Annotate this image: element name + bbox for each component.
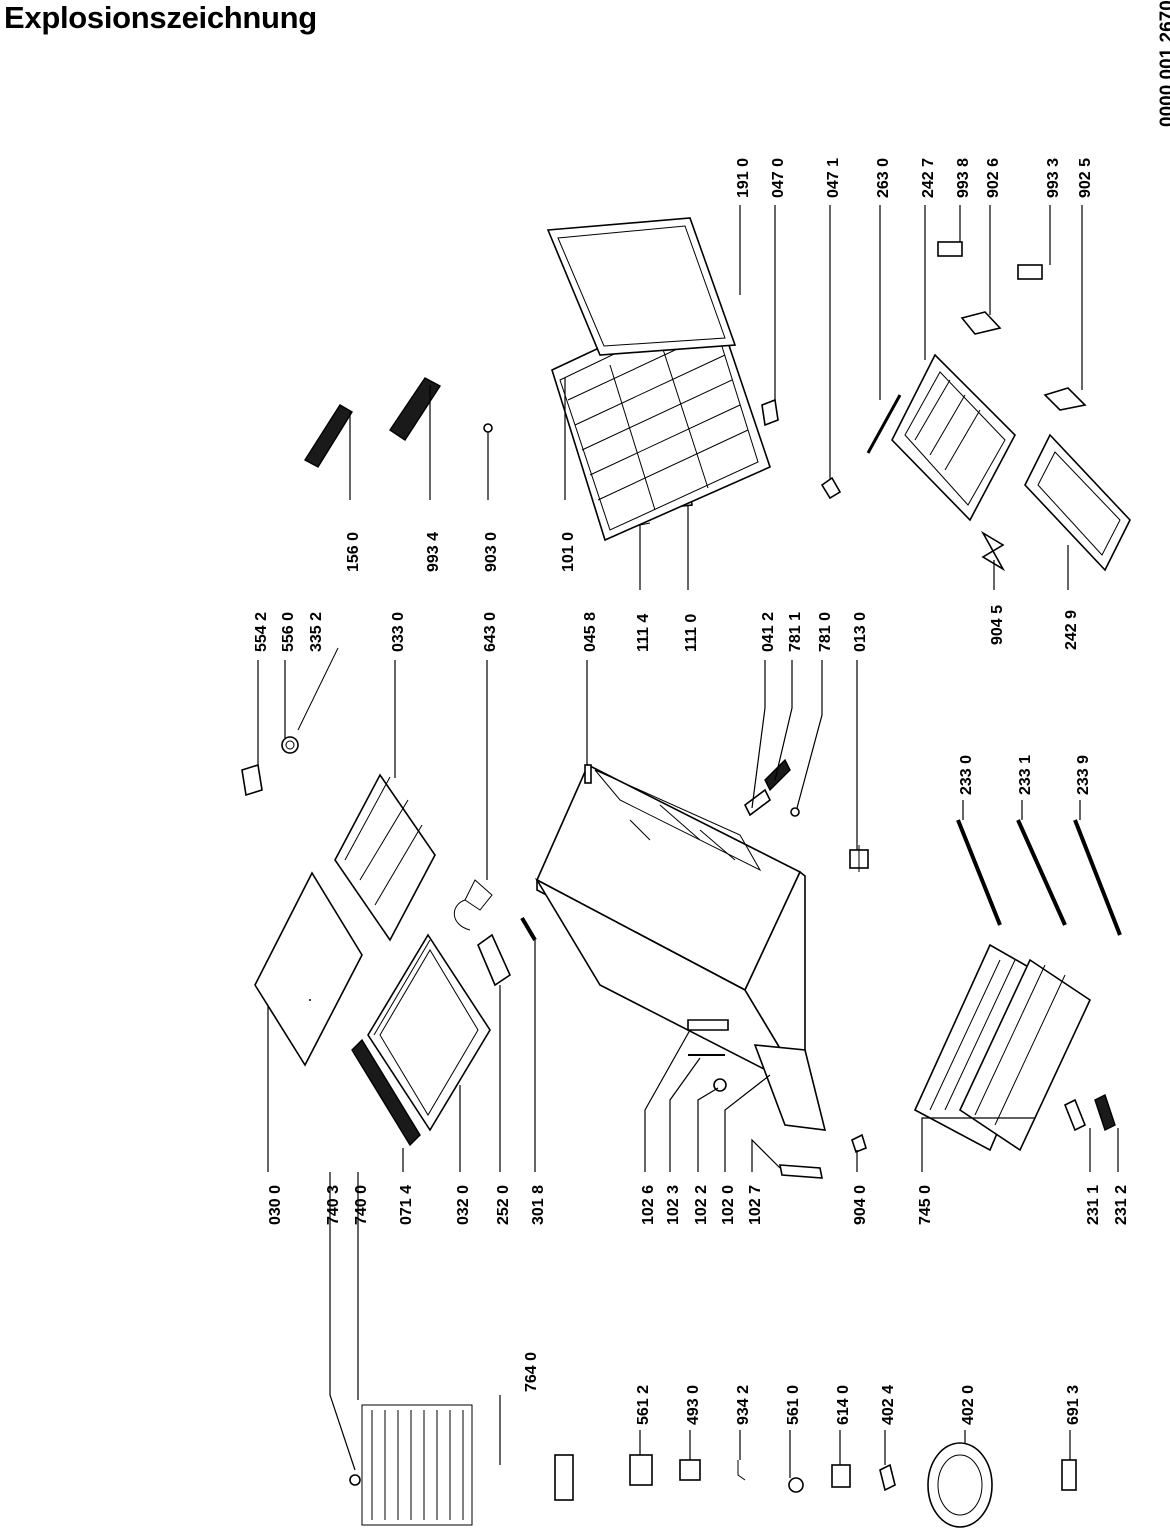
part-labels: 030 0 740 3 740 0 071 4 032 0 252 0 301 … <box>253 158 1130 1425</box>
part-label: 242 7 <box>920 158 937 198</box>
part-grille-strip <box>351 1038 421 1147</box>
part-label: 102 3 <box>665 1185 682 1225</box>
part-cable <box>453 879 493 931</box>
part-label: 764 0 <box>523 1352 540 1392</box>
part-shelves <box>913 943 1092 1152</box>
part-label: 030 0 <box>267 1185 284 1225</box>
page-title: Explosionszeichnung <box>4 0 317 35</box>
part-door-racks <box>687 1019 827 1179</box>
part-label: 102 0 <box>720 1185 737 1225</box>
part-label: 013 0 <box>852 612 869 652</box>
part-label: 993 8 <box>955 158 972 198</box>
part-label: 102 2 <box>693 1185 710 1225</box>
part-handle <box>477 933 512 987</box>
part-clips-231 <box>1063 1094 1116 1132</box>
part-label: 263 0 <box>875 158 892 198</box>
part-compressor <box>927 1442 993 1528</box>
part-label: 102 6 <box>640 1185 657 1225</box>
part-label: 047 1 <box>825 158 842 198</box>
part-label: 156 0 <box>345 532 362 572</box>
part-label: 740 3 <box>325 1185 342 1225</box>
part-label: 071 4 <box>398 1185 415 1225</box>
part-small-clips <box>937 241 1087 572</box>
part-label: 402 0 <box>960 1385 977 1425</box>
part-label: 045 8 <box>582 612 599 652</box>
part-label: 556 0 <box>280 612 297 652</box>
part-electrical <box>629 1454 896 1493</box>
part-spring-assembly <box>241 647 339 797</box>
part-label: 231 2 <box>1113 1185 1130 1225</box>
part-label: 191 0 <box>735 158 752 198</box>
part-label: 231 1 <box>1085 1185 1102 1225</box>
part-label: 781 1 <box>787 612 804 652</box>
part-label: 691 3 <box>1065 1385 1082 1425</box>
part-label: 993 4 <box>425 532 442 572</box>
part-label: 101 0 <box>560 532 577 572</box>
part-label: 614 0 <box>835 1385 852 1425</box>
part-fittings <box>743 758 800 817</box>
part-rails <box>956 819 1122 936</box>
part-label: 032 0 <box>455 1185 472 1225</box>
part-label: 781 0 <box>817 612 834 652</box>
part-label: 233 9 <box>1075 755 1092 795</box>
part-label: 902 6 <box>985 158 1002 198</box>
part-label: 561 0 <box>785 1385 802 1425</box>
part-label: 242 9 <box>1063 610 1080 650</box>
part-screw-045 <box>584 764 592 784</box>
part-label: 554 2 <box>253 612 270 652</box>
part-label: 902 5 <box>1077 158 1094 198</box>
part-label: 033 0 <box>390 612 407 652</box>
part-label: 047 0 <box>770 158 787 198</box>
part-label: 740 0 <box>353 1185 370 1225</box>
part-glass-plate <box>254 871 363 1067</box>
part-small-bar <box>520 916 537 942</box>
part-drawer-lower <box>1024 433 1131 572</box>
part-condenser <box>349 1404 574 1526</box>
part-label: 252 0 <box>495 1185 512 1225</box>
part-frame <box>367 933 491 1132</box>
part-label: 102 7 <box>747 1185 764 1225</box>
leader-lines <box>257 205 1119 1478</box>
part-label: 934 2 <box>735 1385 752 1425</box>
part-label: 301 8 <box>530 1185 547 1225</box>
part-drawer-cover <box>334 773 436 942</box>
part-label: 041 2 <box>760 612 777 652</box>
part-clip-904 <box>851 1133 867 1154</box>
part-egg-trays <box>304 377 493 468</box>
part-label: 111 0 <box>683 614 700 652</box>
part-label: 903 0 <box>483 532 500 572</box>
part-label: 561 2 <box>635 1385 652 1425</box>
part-label: 904 5 <box>989 605 1006 645</box>
part-crisper-drawer <box>891 353 1016 522</box>
part-label: 111 4 <box>635 614 652 652</box>
part-hinges <box>761 398 842 500</box>
part-label: 643 0 <box>482 612 499 652</box>
part-label: 993 3 <box>1045 158 1062 198</box>
part-label: 745 0 <box>917 1185 934 1225</box>
part-label: 233 0 <box>958 755 975 795</box>
part-label: 402 4 <box>880 1385 897 1425</box>
part-filter-drier <box>1061 1459 1077 1491</box>
part-door-gasket <box>546 217 737 356</box>
part-label: 233 1 <box>1017 755 1034 795</box>
part-foot <box>849 845 869 872</box>
part-cabinet <box>534 763 808 1093</box>
part-rod <box>866 394 902 454</box>
part-label: 904 0 <box>852 1185 869 1225</box>
part-label: 493 0 <box>685 1385 702 1425</box>
part-label: 335 2 <box>308 612 325 652</box>
